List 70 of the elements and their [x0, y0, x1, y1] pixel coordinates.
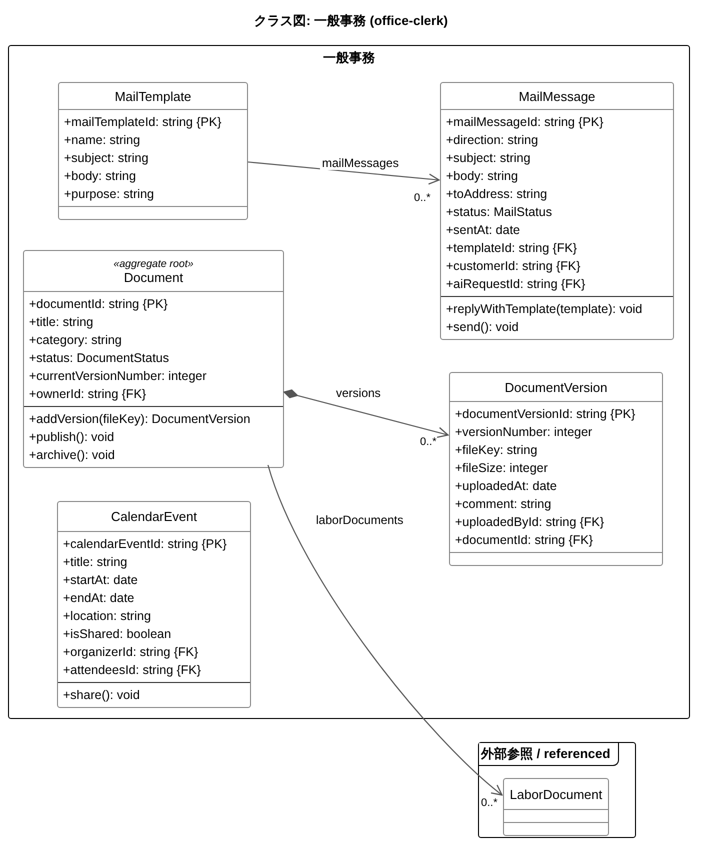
- association-arrow: [248, 161, 440, 185]
- attribute-text: +comment: string: [455, 496, 552, 513]
- method-text: +share(): void: [63, 687, 141, 704]
- attribute-text: +aiRequestId: string {FK}: [446, 276, 586, 293]
- method-text: +archive(): void: [29, 447, 116, 464]
- attribute-text: +organizerId: string {FK}: [63, 644, 200, 661]
- association-arrow: [267, 464, 503, 796]
- attribute-text: +status: MailStatus: [446, 204, 553, 221]
- class-name: MailTemplate: [114, 88, 192, 104]
- class-name: MailMessage: [518, 88, 596, 104]
- attribute-text: +calendarEventId: string {PK}: [63, 536, 228, 553]
- attribute-text: +versionNumber: integer: [455, 424, 594, 441]
- attribute-text: +body: string: [446, 168, 519, 185]
- edge-label: versions: [334, 386, 383, 400]
- attribute-text: +title: string: [29, 314, 94, 331]
- attribute-text: +currentVersionNumber: integer: [29, 368, 208, 385]
- method-text: +send(): void: [446, 319, 520, 336]
- class-name: LaborDocument: [510, 786, 602, 802]
- method-text: +addVersion(fileKey): DocumentVersion: [29, 411, 252, 428]
- multiplicity-label: 0..*: [414, 192, 431, 204]
- package-frame: [478, 742, 636, 838]
- attribute-text: +title: string: [63, 554, 128, 571]
- attribute-text: +customerId: string {FK}: [446, 258, 582, 275]
- class-box: [503, 778, 609, 836]
- class-name: CalendarEvent: [111, 509, 197, 524]
- attribute-text: +templateId: string {FK}: [446, 240, 578, 257]
- edge-label: laborDocuments: [314, 513, 406, 527]
- class-box: [57, 501, 251, 708]
- package-frame: [8, 45, 690, 719]
- class-name: DocumentVersion: [504, 380, 608, 394]
- attribute-text: +fileSize: integer: [455, 460, 549, 477]
- attribute-text: +endAt: date: [63, 590, 136, 607]
- class-box: [23, 250, 284, 468]
- attribute-text: +fileKey: string: [455, 442, 538, 459]
- method-text: +replyWithTemplate(template): void: [446, 301, 644, 318]
- attribute-text: +uploadedAt: date: [455, 478, 558, 495]
- stereotype-label: «aggregate root»: [114, 258, 194, 270]
- composition-arrow: [284, 389, 449, 438]
- attribute-text: +isShared: boolean: [63, 626, 172, 643]
- attribute-text: +body: string: [64, 168, 137, 185]
- attribute-text: +location: string: [63, 608, 152, 625]
- class-box: [440, 82, 674, 340]
- attribute-text: +direction: string: [446, 132, 540, 149]
- multiplicity-label: 0..*: [481, 797, 498, 809]
- attribute-text: +mailTemplateId: string {PK}: [64, 114, 222, 131]
- attribute-text: +documentId: string {PK}: [29, 296, 169, 313]
- attribute-text: +purpose: string: [64, 186, 155, 203]
- class-box: [449, 372, 663, 566]
- attribute-text: +subject: string: [64, 150, 150, 167]
- attribute-text: +documentVersionId: string {PK}: [455, 406, 636, 423]
- attribute-text: +toAddress: string: [446, 186, 548, 203]
- attribute-text: +sentAt: date: [446, 222, 522, 239]
- method-text: +publish(): void: [29, 429, 116, 446]
- attribute-text: +ownerId: string {FK}: [29, 386, 148, 403]
- attribute-text: +mailMessageId: string {PK}: [446, 114, 604, 131]
- attribute-text: +name: string: [64, 132, 142, 149]
- class-name: Document: [124, 270, 184, 284]
- attribute-text: +subject: string: [446, 150, 532, 167]
- package-tab-label: 外部参照 / referenced: [479, 743, 620, 766]
- attribute-text: +status: DocumentStatus: [29, 350, 170, 367]
- edge-label: mailMessages: [320, 156, 401, 170]
- attribute-text: +category: string: [29, 332, 123, 349]
- attribute-text: +attendeesId: string {FK}: [63, 662, 202, 679]
- attribute-text: +startAt: date: [63, 572, 139, 589]
- class-box: [58, 82, 248, 220]
- diagram-title: クラス図: 一般事務 (office-clerk): [253, 12, 449, 30]
- attribute-text: +uploadedById: string {FK}: [455, 514, 606, 531]
- package-title: 一般事務: [322, 49, 376, 67]
- attribute-text: +documentId: string {FK}: [455, 532, 594, 549]
- multiplicity-label: 0..*: [420, 436, 437, 448]
